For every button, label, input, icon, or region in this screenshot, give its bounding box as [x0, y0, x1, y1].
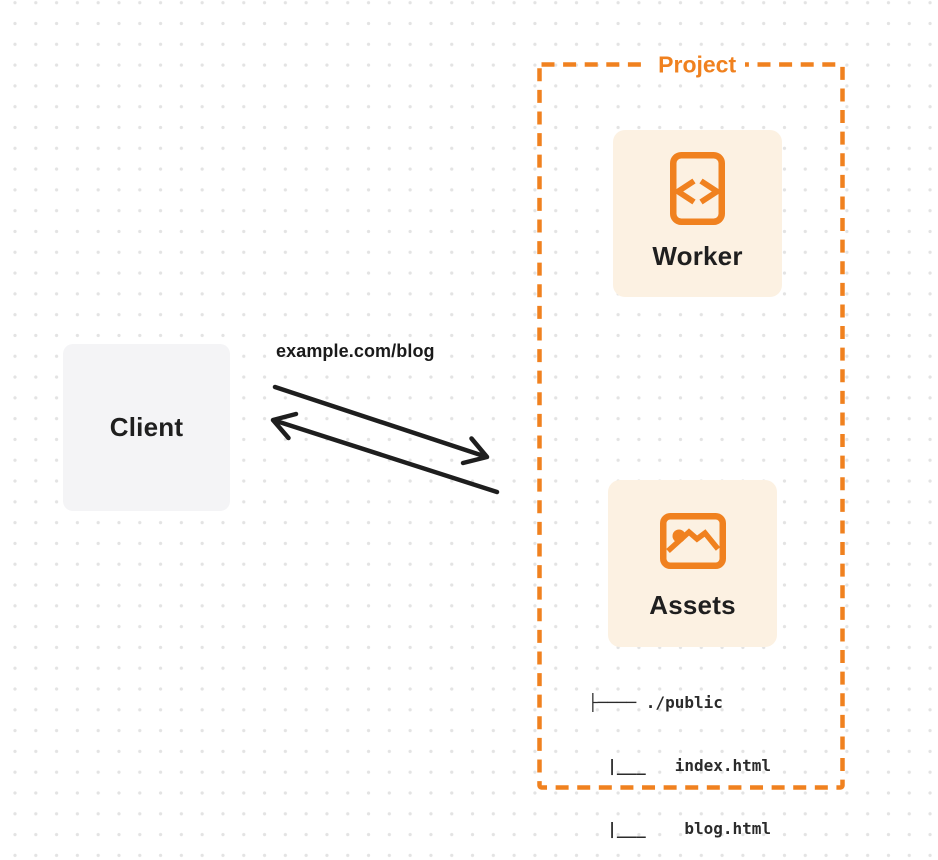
worker-label: Worker: [652, 241, 743, 271]
request-arrow: [272, 384, 490, 466]
client-label: Client: [109, 412, 184, 442]
assets-file-tree: ├──── ./public |___ index.html |___ blog…: [588, 650, 771, 860]
tree-line-public: ├──── ./public: [588, 693, 723, 712]
assets-label: Assets: [649, 590, 736, 620]
tree-line-blog: |___ blog.html: [588, 819, 772, 838]
project-dashed-border: [537, 62, 845, 790]
image-icon: [659, 513, 726, 569]
code-document-icon: [670, 152, 725, 225]
client-node: Client: [63, 344, 230, 511]
project-group: Project Worker Assets ├──── ./public |__…: [537, 51, 845, 838]
response-arrow: [270, 411, 500, 495]
assets-node: Assets: [608, 480, 777, 647]
request-url-label: example.com/blog: [276, 341, 435, 361]
tree-line-index: |___ index.html: [588, 756, 772, 775]
project-label: Project: [649, 51, 746, 78]
worker-node: Worker: [613, 130, 782, 297]
